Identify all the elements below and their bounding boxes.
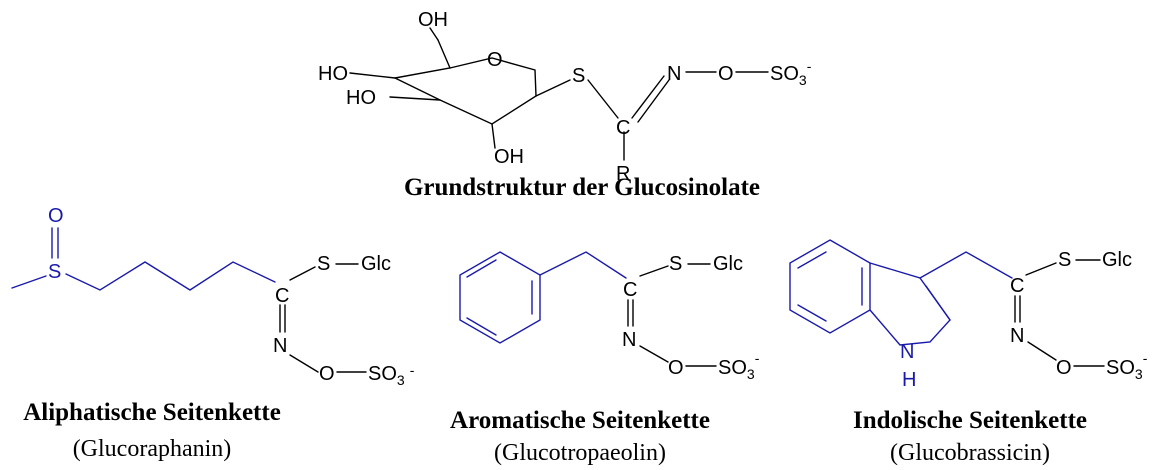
- aromatic-structure: S Glc C N O SO3- Aromatische Seitenkette…: [450, 251, 760, 466]
- aliphatic-sulfoxide-sulfur: S: [48, 261, 61, 283]
- thiohydroximate-bonds: [587, 71, 769, 161]
- indolic-subtitle: (Glucobrassicin): [890, 440, 1050, 466]
- aromatic-sulfonate-so: SO: [718, 357, 747, 379]
- aliphatic-sulfonate-subscript: 3: [397, 372, 405, 388]
- indolic-sulfonate-charge: -: [1143, 350, 1148, 366]
- indolic-nitrogen: N: [1010, 325, 1024, 347]
- ho-left-label: HO: [318, 63, 348, 85]
- indolic-carbon: C: [1010, 275, 1024, 297]
- aromatic-title: Aromatische Seitenkette: [450, 407, 710, 434]
- r-group-label: R: [616, 163, 630, 185]
- aromatic-sulfonate-charge: -: [755, 350, 760, 366]
- aromatic-sulfur: S: [669, 253, 682, 275]
- aromatic-glc: Glc: [713, 253, 743, 275]
- aromatic-subtitle: (Glucotropaeolin): [494, 440, 666, 466]
- aliphatic-nitrogen: N: [273, 335, 287, 357]
- aliphatic-sulfonate: SO3-: [368, 362, 415, 388]
- indolic-sulfonate: SO3-: [1106, 350, 1148, 382]
- indolic-structure: N H S Glc C N O SO3- Indolische Seitenke…: [789, 239, 1148, 466]
- aliphatic-sulfoxide-oxygen: O: [48, 205, 64, 227]
- aromatic-sulfonate: SO3-: [718, 350, 760, 382]
- sulfonate-label: SO3-: [770, 58, 812, 88]
- indolic-sulfonate-so: SO: [1106, 357, 1135, 379]
- aliphatic-sulfonate-so: SO: [368, 363, 397, 385]
- indolic-core-bonds: [1014, 259, 1105, 367]
- indolic-title: Indolische Seitenkette: [853, 407, 1087, 434]
- sulfonate-so: SO: [770, 63, 799, 85]
- nitrogen-label: N: [667, 63, 681, 85]
- indolic-sulfonate-subscript: 3: [1135, 366, 1143, 382]
- aliphatic-structure: O S S Glc C N O SO3- Aliphatische Seiten…: [11, 205, 415, 462]
- indolic-nh-hydrogen: H: [902, 369, 916, 391]
- aliphatic-subtitle: (Glucoraphanin): [73, 436, 232, 462]
- aliphatic-sulfonate-charge: -: [410, 362, 415, 378]
- aliphatic-carbon: C: [275, 285, 289, 307]
- aromatic-core-bonds: [627, 263, 717, 367]
- aliphatic-sulfur: S: [317, 253, 330, 275]
- oh-bottom-label: OH: [494, 146, 524, 168]
- oh-top-label: OH: [418, 9, 448, 31]
- aromatic-nitrogen: N: [622, 329, 636, 351]
- indolic-oxygen-link: O: [1056, 357, 1072, 379]
- aromatic-side-chain-bonds: [459, 251, 627, 344]
- ring-oxygen-label: O: [487, 49, 503, 71]
- sulfonate-charge: -: [807, 58, 812, 74]
- indolic-glc: Glc: [1102, 249, 1132, 271]
- ho-lower-label: HO: [346, 87, 376, 109]
- glucose-ring-bonds: [349, 27, 571, 149]
- main-structure: OH HO HO OH O S C N O SO3- R Grundstrukt…: [318, 9, 812, 201]
- aliphatic-side-chain-bonds: [11, 227, 276, 291]
- aliphatic-title: Aliphatische Seitenkette: [23, 399, 281, 426]
- aliphatic-core-bonds: [279, 263, 367, 373]
- sulfur-label: S: [572, 65, 585, 87]
- carbon-label: C: [616, 117, 630, 139]
- aliphatic-glc: Glc: [361, 253, 391, 275]
- aromatic-oxygen-link: O: [668, 357, 684, 379]
- main-caption: Grundstruktur der Glucosinolate: [404, 174, 760, 201]
- aromatic-sulfonate-subscript: 3: [747, 366, 755, 382]
- oxygen-link-label: O: [718, 63, 734, 85]
- indolic-sulfur: S: [1058, 249, 1071, 271]
- aromatic-carbon: C: [623, 279, 637, 301]
- aliphatic-oxygen-link: O: [319, 363, 335, 385]
- indolic-nh-nitrogen: N: [900, 341, 914, 363]
- indolic-side-chain-bonds: [789, 239, 1013, 346]
- sulfonate-subscript: 3: [799, 72, 807, 88]
